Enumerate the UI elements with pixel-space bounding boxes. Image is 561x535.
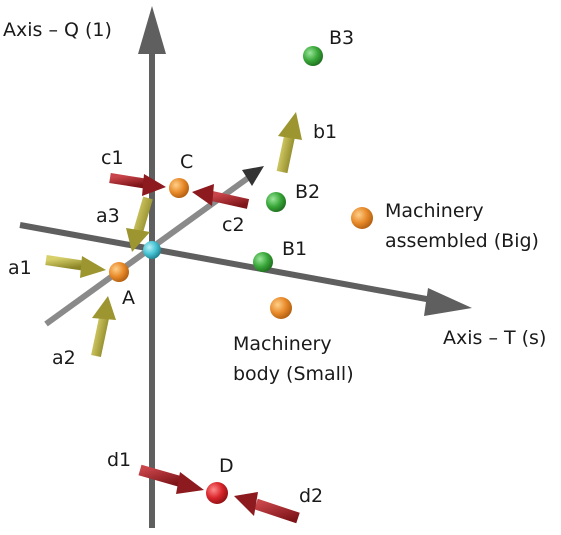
label-a2: a2 <box>52 347 76 369</box>
machinery-assembled-label-line2: assembled (Big) <box>385 230 539 252</box>
depth-axis-arrowhead <box>242 166 264 186</box>
arrow-d1 <box>138 464 204 494</box>
label-a: A <box>122 287 135 309</box>
vertical-axis-label: Axis – Q (1) <box>3 19 112 41</box>
point-b2-sphere <box>266 192 286 212</box>
label-c: C <box>180 151 193 173</box>
label-c1: c1 <box>101 147 124 169</box>
machinery-body-sphere <box>270 297 292 319</box>
vertical-axis <box>138 6 166 528</box>
label-b2: B2 <box>295 181 320 203</box>
point-b3-sphere <box>303 46 323 66</box>
label-b3: B3 <box>329 27 354 49</box>
arrow-a3 <box>126 196 153 252</box>
label-a1: a1 <box>8 257 32 279</box>
label-b1: B1 <box>282 238 307 260</box>
point-b1-sphere <box>253 252 273 272</box>
arrow-c1 <box>109 173 166 196</box>
machinery-body-label-line2: body (Small) <box>233 363 354 385</box>
machinery-assembled-sphere <box>351 207 373 229</box>
horizontal-axis-label: Axis – T (s) <box>443 327 546 349</box>
label-d2: d2 <box>299 485 323 507</box>
point-a-sphere <box>109 262 129 282</box>
label-c2: c2 <box>222 214 245 236</box>
point-c-sphere <box>169 178 189 198</box>
label-d: D <box>219 455 234 477</box>
label-a3: a3 <box>96 205 120 227</box>
machinery-body-label-line1: Machinery <box>233 333 332 355</box>
vertical-axis-arrowhead <box>138 6 166 54</box>
origin-sphere <box>143 241 161 259</box>
horizontal-axis <box>19 222 472 316</box>
arrow-d2 <box>234 492 300 524</box>
arrow-c2 <box>192 184 250 209</box>
machinery-assembled-label-line1: Machinery <box>385 200 484 222</box>
arrow-a1 <box>45 255 106 278</box>
arrow-a2 <box>91 296 116 358</box>
point-d-sphere <box>206 482 228 504</box>
label-b1-arrow: b1 <box>313 121 337 143</box>
label-d1: d1 <box>107 449 131 471</box>
arrow-b1 <box>276 112 302 174</box>
horizontal-axis-arrowhead <box>424 288 472 316</box>
